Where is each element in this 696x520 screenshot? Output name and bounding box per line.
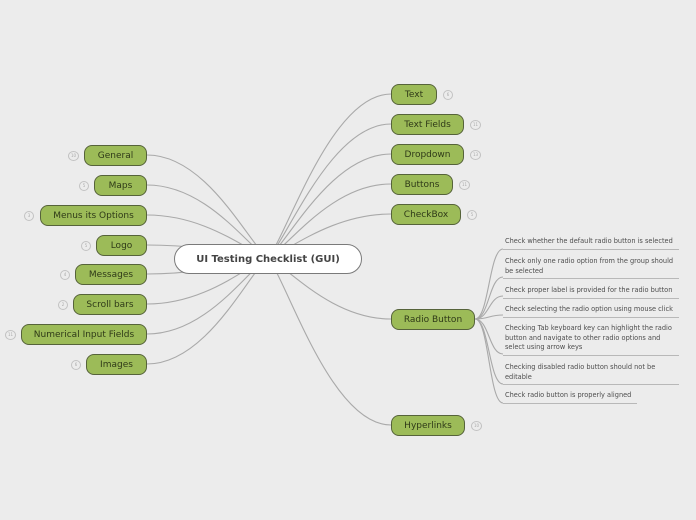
topic-logo[interactable]: Logo — [96, 235, 147, 256]
topic-label: Radio Button — [403, 314, 463, 325]
topic-count-badge[interactable]: 6 — [443, 90, 453, 100]
topic-scroll-bars[interactable]: Scroll bars — [73, 294, 147, 315]
topic-count-badge[interactable]: 5 — [81, 241, 91, 251]
topic-label: Messages — [88, 269, 134, 280]
connector-line — [474, 276, 504, 320]
topic-count-badge[interactable]: 5 — [467, 210, 477, 220]
topic-radio-button[interactable]: Radio Button — [391, 309, 475, 330]
radio-subtopic[interactable]: Check radio button is properly aligned — [503, 391, 637, 404]
topic-count-badge[interactable]: 13 — [470, 150, 481, 160]
topic-images[interactable]: Images — [86, 354, 147, 375]
radio-subtopic-text: Check radio button is properly aligned — [505, 391, 632, 399]
connector-line — [267, 123, 392, 259]
central-topic[interactable]: UI Testing Checklist (GUI) — [174, 244, 362, 274]
radio-subtopic-text: Check selecting the radio option using m… — [505, 305, 673, 313]
topic-label: Maps — [108, 180, 133, 191]
topic-count-badge[interactable]: 3 — [24, 211, 34, 221]
radio-subtopic[interactable]: Check only one radio option from the gro… — [503, 257, 679, 280]
connector-line — [474, 295, 504, 320]
topic-count-badge[interactable]: 11 — [470, 120, 481, 130]
topic-maps[interactable]: Maps — [94, 175, 147, 196]
topic-messages[interactable]: Messages — [75, 264, 147, 285]
topic-label: Logo — [110, 240, 133, 251]
topic-label: CheckBox — [403, 209, 449, 220]
topic-count-badge[interactable]: 11 — [459, 180, 470, 190]
connector-line — [267, 257, 392, 426]
central-topic-label: UI Testing Checklist (GUI) — [196, 253, 340, 265]
radio-subtopic[interactable]: Check selecting the radio option using m… — [503, 305, 679, 318]
connector-line — [474, 318, 504, 385]
topic-text[interactable]: Text — [391, 84, 437, 105]
topic-count-badge[interactable]: 2 — [58, 300, 68, 310]
radio-subtopic[interactable]: Checking Tab keyboard key can highlight … — [503, 324, 679, 356]
radio-subtopic-text: Checking disabled radio button should no… — [505, 363, 656, 381]
topic-buttons[interactable]: Buttons — [391, 174, 453, 195]
radio-subtopic-text: Check only one radio option from the gro… — [505, 257, 674, 275]
topic-label: Hyperlinks — [404, 420, 452, 431]
radio-subtopic-text: Checking Tab keyboard key can highlight … — [505, 324, 672, 352]
connector-line — [474, 318, 504, 404]
topic-hyperlinks[interactable]: Hyperlinks — [391, 415, 465, 436]
radio-subtopic-text: Check proper label is provided for the r… — [505, 286, 673, 294]
topic-count-badge[interactable]: 4 — [60, 270, 70, 280]
topic-label: Images — [100, 359, 133, 370]
topic-label: General — [97, 150, 134, 161]
topic-general[interactable]: General — [84, 145, 147, 166]
topic-label: Text — [404, 89, 424, 100]
topic-label: Buttons — [404, 179, 440, 190]
connector-line — [267, 93, 392, 259]
topic-count-badge[interactable]: 6 — [71, 360, 81, 370]
topic-count-badge[interactable]: 11 — [5, 330, 16, 340]
connector-line — [474, 318, 504, 355]
topic-label: Text Fields — [404, 119, 451, 130]
topic-menus-its-options[interactable]: Menus its Options — [40, 205, 147, 226]
topic-count-badge[interactable]: 10 — [471, 421, 482, 431]
topic-label: Numerical Input Fields — [33, 329, 135, 340]
radio-subtopic[interactable]: Check proper label is provided for the r… — [503, 286, 679, 299]
topic-label: Menus its Options — [53, 210, 134, 221]
topic-dropdown[interactable]: Dropdown — [391, 144, 464, 165]
topic-count-badge[interactable]: 10 — [68, 151, 79, 161]
topic-text-fields[interactable]: Text Fields — [391, 114, 464, 135]
radio-subtopic-text: Check whether the default radio button i… — [505, 237, 673, 245]
connector-line — [474, 248, 504, 320]
topic-label: Dropdown — [404, 149, 451, 160]
topic-numerical-input-fields[interactable]: Numerical Input Fields — [21, 324, 147, 345]
radio-subtopic[interactable]: Checking disabled radio button should no… — [503, 363, 679, 386]
topic-label: Scroll bars — [86, 299, 134, 310]
connector-line — [474, 314, 504, 320]
topic-checkbox[interactable]: CheckBox — [391, 204, 461, 225]
topic-count-badge[interactable]: 5 — [79, 181, 89, 191]
radio-subtopic[interactable]: Check whether the default radio button i… — [503, 237, 679, 250]
